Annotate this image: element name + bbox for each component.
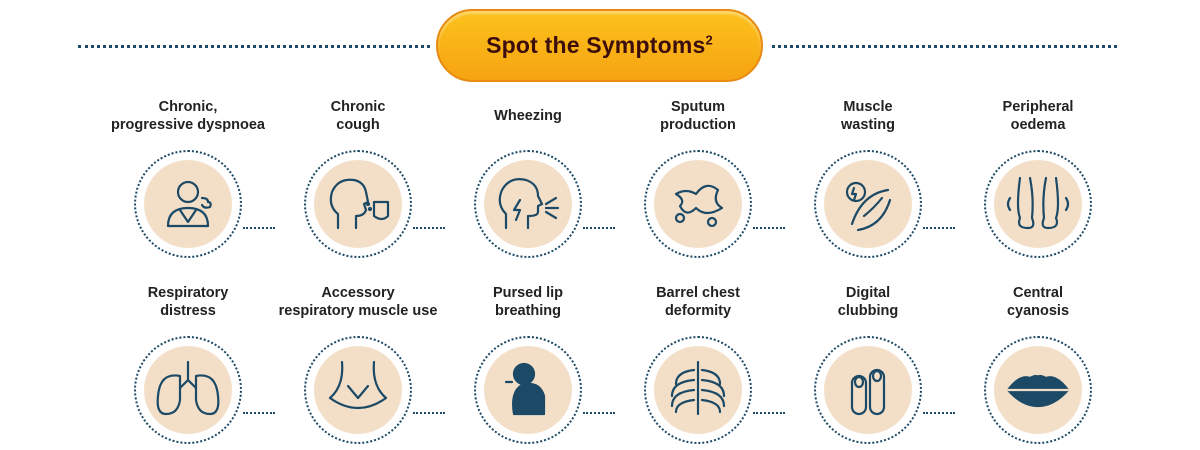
- ribcage-icon: [654, 346, 742, 434]
- muscle-icon: [824, 160, 912, 248]
- connector-dots: [753, 227, 785, 229]
- pursed-lip-person-icon: [484, 346, 572, 434]
- divider-right: [772, 45, 1117, 48]
- breathless-person-icon: [144, 160, 232, 248]
- dotted-ring: [304, 336, 412, 444]
- symptom-label: Chronic,progressive dyspnoea: [111, 99, 265, 133]
- dotted-ring: [814, 150, 922, 258]
- dotted-ring: [134, 336, 242, 444]
- coughing-person-icon: [314, 160, 402, 248]
- connector-dots: [923, 412, 955, 414]
- lungs-icon: [144, 346, 232, 434]
- dotted-ring: [134, 150, 242, 258]
- neck-muscles-icon: [314, 346, 402, 434]
- page-title: Spot the Symptoms2: [486, 32, 713, 58]
- connector-dots: [583, 227, 615, 229]
- divider-left: [78, 45, 430, 48]
- swollen-legs-icon: [994, 160, 1082, 248]
- connector-dots: [583, 412, 615, 414]
- dotted-ring: [474, 150, 582, 258]
- clubbed-fingers-icon: [824, 346, 912, 434]
- dotted-ring: [984, 336, 1092, 444]
- sputum-icon: [654, 160, 742, 248]
- title-banner: Spot the Symptoms2: [436, 9, 763, 82]
- lips-icon: [994, 346, 1082, 434]
- dotted-ring: [474, 336, 582, 444]
- connector-dots: [243, 412, 275, 414]
- connector-dots: [413, 227, 445, 229]
- connector-dots: [413, 412, 445, 414]
- wheezing-head-icon: [484, 160, 572, 248]
- connector-dots: [243, 227, 275, 229]
- dotted-ring: [644, 150, 752, 258]
- symptom-label: Wheezing: [494, 108, 562, 124]
- connector-dots: [753, 412, 785, 414]
- connector-dots: [923, 227, 955, 229]
- dotted-ring: [644, 336, 752, 444]
- dotted-ring: [814, 336, 922, 444]
- dotted-ring: [984, 150, 1092, 258]
- dotted-ring: [304, 150, 412, 258]
